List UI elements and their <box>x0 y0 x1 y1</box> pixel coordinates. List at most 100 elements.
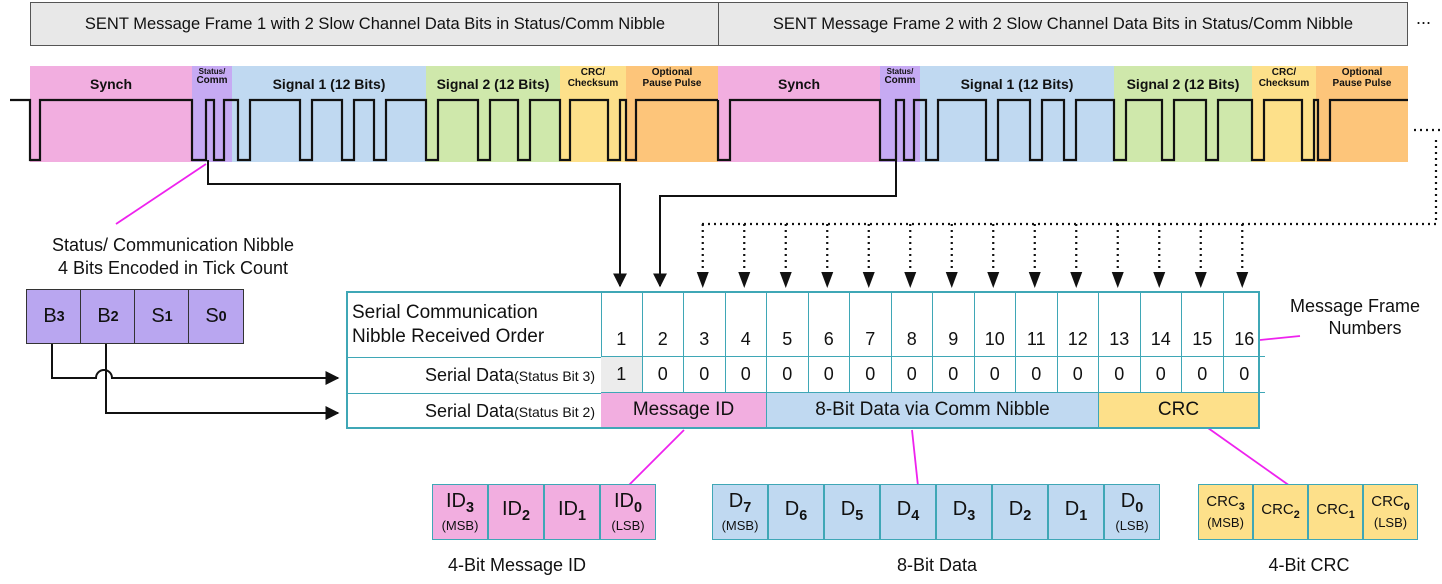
waveform-frame-2 <box>716 98 1408 162</box>
row-order-label: Serial Communication Nibble Received Ord… <box>352 301 544 350</box>
bit-cell: ID0(LSB) <box>600 484 656 540</box>
label-signal1-2: Signal 1 (12 Bits) <box>960 76 1074 92</box>
row-bit3-label: Serial Data (Status Bit 3) <box>348 357 601 393</box>
drop-arrowhead <box>945 272 958 288</box>
bit3-cell: 0 <box>767 357 809 393</box>
drop-arrowhead <box>904 272 917 288</box>
bit-cell: ID3(MSB) <box>432 484 488 540</box>
frame-numbers-label: Message Frame Numbers <box>1268 296 1442 339</box>
crc-caption: 4-Bit CRC <box>1268 555 1350 575</box>
order-cell: 13 <box>1099 293 1141 357</box>
label-signal2-2: Signal 2 (12 Bits) <box>1126 76 1240 92</box>
bit-cell: D6 <box>768 484 824 540</box>
order-cell: 1 <box>601 293 643 357</box>
status-nibble-title: Status/ Communication Nibble 4 Bits Enco… <box>0 234 346 279</box>
bit3-cell: 0 <box>684 357 726 393</box>
order-cell: 15 <box>1182 293 1224 357</box>
bit3-cell: 1 <box>601 357 643 393</box>
connector-frame1-status <box>207 160 627 288</box>
serial-data-table: Serial Communication Nibble Received Ord… <box>346 291 1265 429</box>
group-data8: 8-Bit Data via Comm Nibble <box>767 393 1099 427</box>
pointer-data8 <box>911 429 919 487</box>
order-cell: 16 <box>1223 293 1265 357</box>
pointer-frame-numbers <box>1259 335 1301 341</box>
bit-cell: CRC2 <box>1253 484 1308 540</box>
label-synch-1: Synch <box>89 76 132 92</box>
frame2-header: SENT Message Frame 2 with 2 Slow Channel… <box>718 2 1408 46</box>
drop-arrowhead <box>987 272 1000 288</box>
drop-arrowhead <box>1236 272 1249 288</box>
frame-numbers-line2: Numbers <box>1328 317 1402 338</box>
data-caption: 8-Bit Data <box>896 555 978 575</box>
order-cell: 3 <box>684 293 726 357</box>
label-signal2-1: Signal 2 (12 Bits) <box>436 76 550 92</box>
header-ellipsis: ... <box>1416 8 1432 28</box>
bit3-cell: 0 <box>725 357 767 393</box>
drop-arrowhead <box>1153 272 1166 288</box>
bit-cell: ID2 <box>488 484 544 540</box>
bit-cell: D2 <box>992 484 1048 540</box>
row-bit2-label-main: Serial Data <box>425 401 515 421</box>
bit3-cell: 0 <box>808 357 850 393</box>
label-signal1-1: Signal 1 (12 Bits) <box>272 76 386 92</box>
bit3-cell: 0 <box>1057 357 1099 393</box>
connector-b3-bit3 <box>51 344 340 385</box>
segment-synch-2 <box>718 66 880 162</box>
drop-arrowhead <box>1028 272 1041 288</box>
bit3-cell: 0 <box>1223 357 1265 393</box>
row-bit3-label-sub: (Status Bit 3) <box>514 367 595 384</box>
segment-crc-2 <box>1252 66 1316 162</box>
segment-pause-2 <box>1316 66 1408 162</box>
drop-arrowhead <box>862 272 875 288</box>
segment-signal2-2 <box>1114 66 1252 162</box>
drop-arrowhead <box>1070 272 1083 288</box>
bit3-cell: 0 <box>974 357 1016 393</box>
frame1-header: SENT Message Frame 1 with 2 Slow Channel… <box>30 2 720 46</box>
pointer-crc <box>1207 427 1291 487</box>
connector-frame2-status <box>653 160 897 288</box>
frame1-header-text: SENT Message Frame 1 with 2 Slow Channel… <box>84 14 666 33</box>
label-status-2: Status/Comm <box>884 67 916 87</box>
order-cell: 10 <box>974 293 1016 357</box>
segment-status-1 <box>192 66 232 162</box>
drop-arrowhead <box>821 272 834 288</box>
bit3-cell: 0 <box>642 357 684 393</box>
drop-arrowhead <box>779 272 792 288</box>
segment-signal1-1 <box>232 66 426 162</box>
drop-arrowhead <box>1194 272 1207 288</box>
bit-cell: D3 <box>936 484 992 540</box>
pointer-message-id <box>627 429 685 487</box>
order-cell: 5 <box>767 293 809 357</box>
bit3-cell: 0 <box>1182 357 1224 393</box>
pointer-status-nibble <box>115 163 207 225</box>
order-cell: 12 <box>1057 293 1099 357</box>
bit-cell: D7(MSB) <box>712 484 768 540</box>
bit3-cell: 0 <box>933 357 975 393</box>
label-crc-1: CRC/Checksum <box>567 67 619 89</box>
bit-cell: CRC3(MSB) <box>1198 484 1253 540</box>
segment-synch-1 <box>30 66 192 162</box>
row-bit3-label-main: Serial Data <box>425 365 515 385</box>
waveform-frame-1 <box>10 98 718 162</box>
label-synch-2: Synch <box>777 76 820 92</box>
message-id-caption: 4-Bit Message ID <box>447 555 587 575</box>
dotted-drops <box>701 224 1244 272</box>
drop-arrowhead <box>738 272 751 288</box>
bit3-cell: 0 <box>1140 357 1182 393</box>
bit-cell: CRC1 <box>1308 484 1363 540</box>
order-cell: 14 <box>1140 293 1182 357</box>
bit-cell: D4 <box>880 484 936 540</box>
row-order-label-line1: Serial Communication <box>352 302 538 323</box>
frame2-header-text: SENT Message Frame 2 with 2 Slow Channel… <box>772 14 1354 33</box>
order-cell: 4 <box>725 293 767 357</box>
bit-cell: D1 <box>1048 484 1104 540</box>
order-cell: 9 <box>933 293 975 357</box>
frame-numbers-line1: Message Frame <box>1289 296 1421 316</box>
bit3-cell: 0 <box>1016 357 1058 393</box>
bit3-cell: 0 <box>891 357 933 393</box>
